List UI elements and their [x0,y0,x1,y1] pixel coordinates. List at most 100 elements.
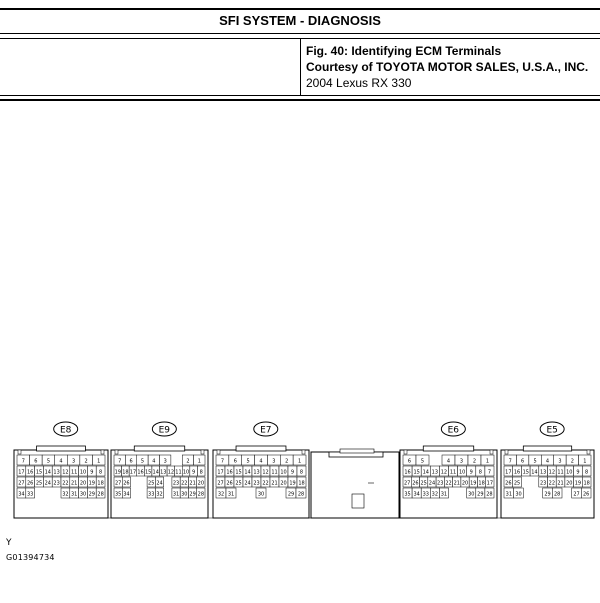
terminal-number: 22 [62,481,68,487]
figure-title: Fig. 40: Identifying ECM Terminals [306,44,502,58]
terminal-number: 7 [22,459,25,465]
terminal-number: 12 [262,470,268,476]
terminal-number: 35 [404,492,410,498]
terminal-number: 31 [173,492,179,498]
terminal-number: 5 [47,459,50,465]
terminal-cell [295,487,307,499]
terminal-number: 20 [280,481,286,487]
terminal-number: 3 [164,459,167,465]
terminal-number: 17 [217,470,223,476]
terminal-number: 10 [80,470,86,476]
terminal-number: 8 [99,470,102,476]
terminal-number: 26 [505,481,511,487]
connector-label-oval [253,421,279,437]
terminal-cell [484,465,495,477]
terminal-number: 29 [477,492,483,498]
terminal-number: 13 [540,470,546,476]
terminal-number: 27 [404,481,410,487]
terminal-cell [122,487,131,499]
terminal-number: 27 [115,481,121,487]
terminal-number: 14 [244,470,250,476]
terminal-number: 12 [62,470,68,476]
terminal-number: 4 [259,459,262,465]
terminal-number: 2 [85,459,88,465]
terminal-number: 28 [97,492,103,498]
terminal-number: 4 [152,459,155,465]
connector-label: E8 [60,426,72,436]
terminal-number: 28 [198,492,204,498]
terminal-number: 20 [80,481,86,487]
terminal-number: 33 [148,492,154,498]
terminal-number: 31 [71,492,77,498]
terminal-number: 26 [123,481,129,487]
terminal-number: 13 [253,470,259,476]
terminal-number: 30 [258,492,264,498]
terminal-number: 7 [118,459,121,465]
connector-latch [522,445,573,452]
terminal-number: 21 [71,481,77,487]
terminal-number: 8 [200,470,203,476]
terminal-number: 15 [145,470,151,476]
terminal-number: 3 [272,459,275,465]
terminal-cell [193,454,206,466]
terminal-number: 9 [470,470,473,476]
terminal-number: 24 [45,481,51,487]
terminal-number: 22 [549,481,555,487]
terminal-number: 9 [90,470,93,476]
terminal-number: 21 [557,481,563,487]
terminal-number: 27 [18,481,24,487]
connector-label-oval [53,421,79,437]
terminal-number: 8 [479,470,482,476]
terminal-number: 23 [437,481,443,487]
terminal-number: 25 [36,481,42,487]
terminal-number: 17 [505,470,511,476]
terminal-number: 18 [97,481,103,487]
connector-key-right [301,449,306,455]
terminal-number: 26 [27,481,33,487]
terminal-number: 12 [549,470,555,476]
terminal-number: 35 [115,492,121,498]
terminal-number: 9 [192,470,195,476]
terminal-number: 5 [421,459,424,465]
terminal-number: 15 [36,470,42,476]
terminal-number: 13 [160,470,166,476]
terminal-number: 27 [573,492,579,498]
terminal-number: 19 [115,470,121,476]
terminal-number: 5 [247,459,250,465]
terminal-number: 6 [521,459,524,465]
terminal-number: 14 [153,470,159,476]
terminal-number: 18 [583,481,589,487]
terminal-number: 23 [253,481,259,487]
terminal-cell [95,476,106,488]
terminal-number: 8 [300,470,303,476]
terminal-number: 31 [506,492,512,498]
terminal-number: 30 [515,492,521,498]
terminal-cell [155,476,164,488]
terminal-number: 2 [186,459,189,465]
terminal-number: 16 [404,470,410,476]
terminal-cell [512,476,522,488]
terminal-cell [92,454,106,466]
terminal-number: 34 [18,492,24,498]
connector-latch [422,445,475,452]
terminal-number: 23 [173,481,179,487]
terminal-number: 25 [148,481,154,487]
terminal-number: 20 [462,481,468,487]
terminal-number: 28 [554,492,560,498]
terminal-number: 9 [291,470,294,476]
terminal-number: 21 [189,481,195,487]
figure-code: G01394734 [6,553,55,562]
terminal-number: 1 [583,459,586,465]
terminal-number: 33 [423,492,429,498]
terminal-number: 1 [298,459,301,465]
terminal-number: 24 [429,481,435,487]
terminal-cell [225,487,237,499]
terminal-number: 19 [289,481,295,487]
terminal-number: 16 [137,470,143,476]
terminal-number: 28 [486,492,492,498]
terminal-number: 16 [514,470,520,476]
